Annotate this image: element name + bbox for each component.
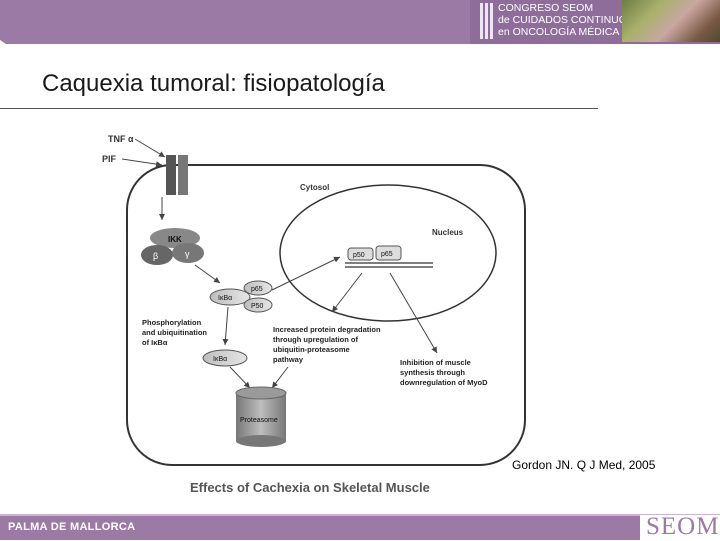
ikk-label: IKK — [168, 235, 182, 244]
footer-bar — [0, 516, 720, 540]
phos-line-1: Phosphorylation — [142, 318, 202, 327]
title-divider — [0, 108, 598, 109]
proteasome-top — [235, 386, 287, 400]
footer-divider — [0, 514, 720, 516]
degradation-to-proteasome-arrow — [271, 366, 289, 389]
deg-line-1: Increased protein degradation — [273, 325, 381, 334]
nucleus-label: Nucleus — [432, 228, 464, 237]
header-curve — [0, 40, 720, 70]
inh-line-1: Inhibition of muscle — [400, 358, 471, 367]
cell-membrane — [126, 164, 526, 466]
reference-credit: Gordon JN. Q J Med, 2005 — [512, 458, 656, 472]
phosphorylation-text: Phosphorylation and ubiquitination of Iκ… — [142, 318, 209, 347]
to-proteasome-arrow — [229, 366, 251, 389]
deg-line-2: through upregulation of — [273, 335, 358, 344]
phos-line-2: and ubiquitination — [142, 328, 207, 337]
ikba-oval — [209, 288, 251, 306]
proteasome-body — [236, 393, 286, 441]
beta-label: β — [153, 251, 158, 261]
seom-logo-box — [640, 515, 720, 540]
phos-line-3: of IκBα — [142, 338, 168, 347]
p65-label: p65 — [251, 286, 263, 293]
gamma-label: γ — [185, 249, 190, 259]
logo-line-3: en ONCOLOGÍA MÉDICA — [498, 26, 620, 38]
tnf-arrow — [134, 138, 166, 158]
header-photo — [622, 0, 720, 42]
ikba-ubiquitinated-oval — [202, 349, 248, 367]
seom-logo: SEOM — [646, 513, 720, 540]
cytosol-label: Cytosol — [300, 183, 329, 192]
nfkb-arrow — [271, 256, 341, 291]
inhibition-text: Inhibition of muscle synthesis through d… — [400, 358, 488, 387]
receptor — [178, 155, 188, 195]
p65-nucleus-box — [375, 245, 402, 261]
cachexia-diagram: TNF α PIF Cytosol Nucleus IKK β γ IκBα p… — [102, 134, 526, 495]
pif-arrow — [121, 158, 163, 168]
congress-logo-text: CONGRESO SEOM de CUIDADOS CONTINUOS en O… — [498, 2, 634, 38]
inh-line-2: synthesis through — [400, 368, 465, 377]
ikk-arrow — [194, 264, 221, 284]
tnf-label: TNF α — [108, 134, 134, 144]
ikba-label: IκBα — [218, 295, 232, 302]
slide-title: Caquexia tumoral: fisiopatología — [42, 70, 385, 97]
ikba-down-arrow — [222, 306, 229, 346]
beta-subunit — [141, 245, 173, 265]
logo-stripes-icon — [480, 3, 496, 39]
ikba-ubiquitinated-label: IκBα — [213, 356, 227, 363]
degradation-text: Increased protein degradation through up… — [273, 325, 383, 364]
p50-label: P50 — [251, 303, 264, 310]
deg-line-4: pathway — [273, 355, 304, 364]
nucleus-outline — [279, 184, 497, 322]
proteasome-bottom — [236, 435, 286, 447]
inhibition-arrow — [389, 272, 438, 354]
proteasome-label: Proteasome — [240, 417, 278, 424]
receptor — [166, 155, 176, 195]
pif-label: PIF — [102, 154, 117, 164]
ikk-complex — [150, 228, 200, 248]
p65-nucleus-label: p65 — [381, 251, 393, 258]
logo-line-1: CONGRESO SEOM — [498, 2, 594, 14]
gamma-subunit — [172, 243, 204, 263]
p50-nucleus-label: p50 — [353, 252, 365, 259]
inh-line-3: downregulation of MyoD — [400, 378, 488, 387]
deg-line-3: ubiquitin-proteasome — [273, 345, 350, 354]
p50-oval — [243, 297, 273, 313]
p65-oval — [243, 280, 273, 296]
footer-location: PALMA DE MALLORCA — [8, 521, 136, 533]
p50-nucleus-box — [347, 247, 374, 261]
degradation-arrow — [331, 272, 363, 313]
diagram-caption: Effects of Cachexia on Skeletal Muscle — [190, 480, 430, 495]
logo-line-2: de CUIDADOS CONTINUOS — [498, 14, 634, 26]
